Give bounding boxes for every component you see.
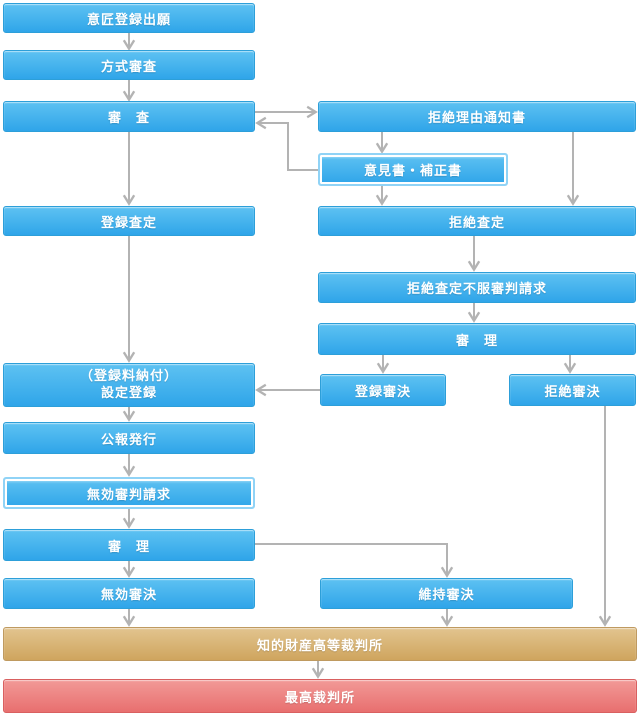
setup-registration-line1: （登録料納付） <box>79 368 178 384</box>
node-trial-appeal: 審 理 <box>318 323 636 355</box>
node-gazette-publication: 公報発行 <box>3 422 255 454</box>
node-invalidation-decision: 無効審決 <box>3 578 255 609</box>
setup-registration-line2: 設定登録 <box>100 385 157 400</box>
node-formality-examination: 方式審査 <box>3 50 255 80</box>
node-registration-trial-decision: 登録審決 <box>320 374 446 406</box>
node-examination: 審 査 <box>3 101 255 132</box>
node-supreme-court: 最高裁判所 <box>3 679 637 713</box>
node-appeal-against-refusal: 拒絶査定不服審判請求 <box>318 272 636 303</box>
node-registration-decision: 登録査定 <box>3 206 255 236</box>
node-refusal-trial-decision: 拒絶審決 <box>509 374 636 406</box>
node-maintenance-decision: 維持審決 <box>320 578 573 609</box>
arrow-trial-to-maintenance-decision <box>255 543 454 578</box>
node-trial-invalidation: 審 理 <box>3 529 255 561</box>
node-setup-registration: （登録料納付） 設定登録 <box>3 363 255 407</box>
node-refusal-notice: 拒絶理由通知書 <box>318 101 636 132</box>
node-opinion-amendment: 意見書・補正書 <box>318 153 508 186</box>
node-refusal-decision: 拒絶査定 <box>318 206 636 236</box>
node-ip-high-court: 知的財産高等裁判所 <box>3 627 637 661</box>
node-application: 意匠登録出願 <box>3 3 255 33</box>
arrow-opinion-to-examination <box>255 116 318 171</box>
node-invalidation-trial-request: 無効審判請求 <box>3 477 255 509</box>
